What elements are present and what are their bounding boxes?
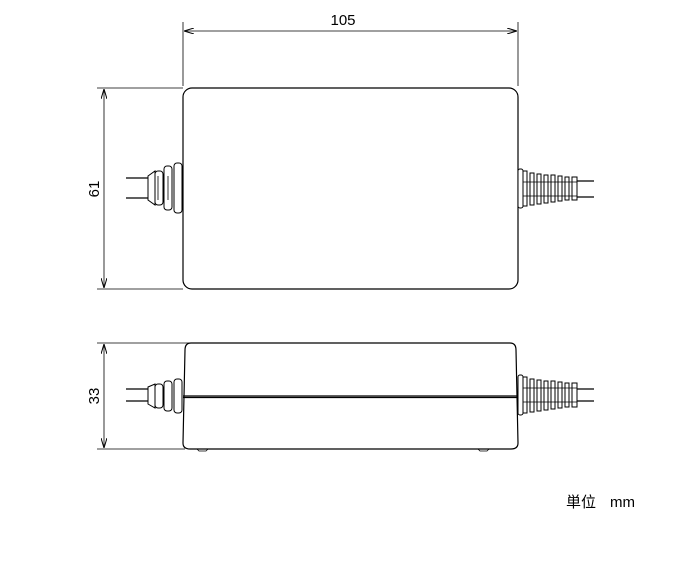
- top-view: [126, 87, 594, 290]
- left-cable-connector-side: [126, 378, 183, 414]
- height-label: 33: [86, 388, 103, 405]
- unit-note: 単位 mm: [566, 491, 649, 512]
- side-view: [126, 342, 594, 452]
- width-dimension: 61: [86, 87, 183, 290]
- right-cable-connector-side: [517, 374, 594, 416]
- left-cable-connector: [126, 162, 183, 214]
- height-dimension: 33: [86, 342, 200, 450]
- unit-value: mm: [610, 494, 636, 511]
- right-cable-connector: [517, 168, 594, 209]
- length-dimension: 105: [182, 12, 519, 86]
- length-label: 105: [330, 12, 355, 29]
- unit-label: 単位: [566, 494, 597, 511]
- width-label: 61: [86, 181, 103, 198]
